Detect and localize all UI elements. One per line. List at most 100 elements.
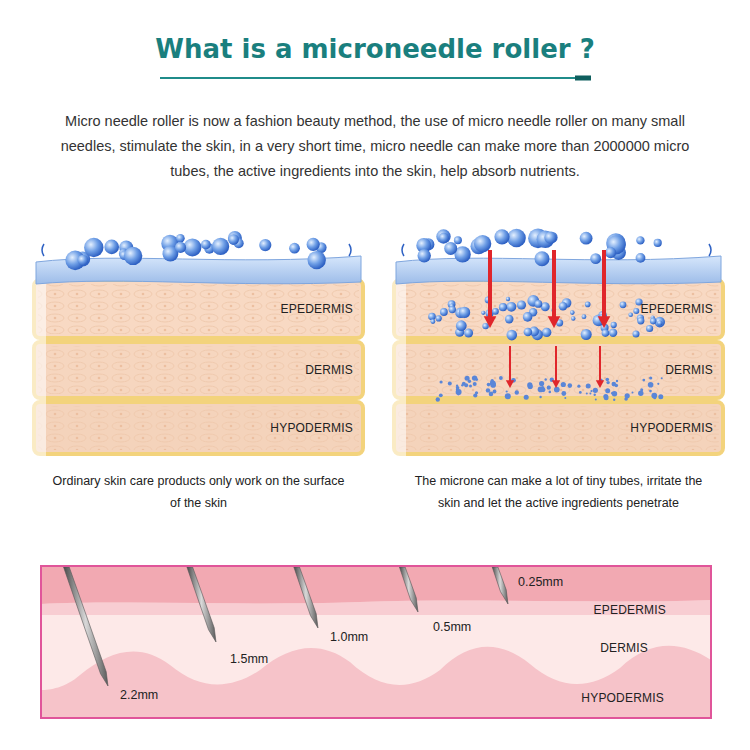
absorbed-particle — [658, 394, 663, 399]
penetration-arrow — [599, 346, 601, 382]
absorbed-particle — [633, 331, 640, 338]
absorbed-particle — [542, 328, 551, 337]
absorbed-particle — [589, 393, 591, 395]
absorbed-particle — [613, 399, 615, 401]
absorbed-particle — [499, 376, 503, 380]
penetration-arrow — [602, 250, 606, 319]
arrow-head — [506, 380, 514, 388]
ingredient-bubble — [201, 240, 211, 250]
ingredient-bubble — [494, 229, 509, 244]
layer-name: HYPODERMIS — [630, 421, 713, 435]
absorbed-particle — [642, 379, 645, 382]
absorbed-particle — [582, 314, 587, 319]
ingredient-bubble — [439, 233, 449, 243]
absorbed-particle — [473, 382, 477, 386]
skin-layer — [394, 280, 723, 338]
layer-name: HYPODERMIS — [270, 421, 353, 435]
ingredient-bubble — [580, 232, 593, 245]
skin-layer-band: EPEDERMIS — [392, 278, 725, 340]
absorbed-particle — [472, 375, 477, 380]
absorbed-particle — [528, 384, 533, 389]
needle — [294, 567, 318, 628]
absorbed-particle — [440, 308, 448, 316]
ingredient-bubble — [436, 229, 450, 243]
absorbed-particle — [492, 308, 499, 315]
absorbed-particle — [469, 384, 472, 387]
panel-caption: Ordinary skin care products only work on… — [32, 470, 365, 514]
cell-texture — [398, 406, 719, 450]
absorbed-particle — [490, 380, 493, 383]
ingredient-bubble — [590, 253, 601, 264]
wave-mark — [42, 244, 44, 256]
absorbed-particle — [581, 329, 592, 340]
cell-texture — [398, 284, 719, 334]
skin-panel: Ordinary skin care products only work on… — [32, 228, 365, 518]
ingredient-bubble — [259, 239, 271, 251]
absorbed-particle — [594, 394, 596, 396]
absorbed-particle — [456, 320, 467, 331]
ingredient-bubble — [454, 236, 462, 244]
absorbed-particle — [657, 383, 659, 385]
skin-illustration — [392, 228, 723, 458]
absorbed-particle — [505, 315, 514, 324]
arrow-head — [596, 380, 604, 388]
absorbed-particle — [570, 310, 575, 315]
arrow-head — [552, 380, 560, 388]
absorbed-particle — [459, 307, 470, 318]
depth-label: 1.5mm — [230, 652, 268, 666]
absorbed-particle — [586, 383, 591, 388]
skin-depth-panel — [41, 566, 711, 718]
absorbed-particle — [616, 380, 618, 382]
absorbed-particle — [465, 376, 470, 381]
absorbed-particle — [637, 317, 644, 324]
absorbed-particle — [499, 303, 507, 311]
absorbed-particle — [524, 395, 529, 400]
absorbed-particle — [606, 378, 610, 382]
ingredient-bubble — [418, 249, 431, 262]
absorbed-particle — [476, 378, 479, 381]
ingredient-bubble — [212, 238, 229, 255]
ingredient-bubble — [307, 238, 320, 251]
absorbed-particle — [523, 312, 533, 322]
ingredient-bubble — [104, 240, 119, 255]
absorbed-particle — [449, 306, 456, 313]
absorbed-particle — [649, 390, 652, 393]
absorbed-particle — [507, 330, 518, 341]
absorbed-particle — [448, 382, 452, 386]
absorbed-particle — [539, 396, 541, 398]
absorbed-particle — [539, 381, 544, 386]
depth-label: 0.5mm — [433, 620, 471, 634]
hypodermis-ground — [41, 566, 711, 718]
absorbed-particle — [507, 302, 517, 312]
skin-panel: The microne can make a lot of tiny tubes… — [392, 228, 725, 518]
absorbed-particle — [456, 389, 462, 395]
cell-texture — [38, 346, 359, 394]
layer-name: DERMIS — [665, 363, 713, 377]
ingredient-bubble — [84, 238, 103, 257]
absorbed-particle — [625, 393, 630, 398]
absorbed-particle — [646, 325, 653, 332]
absorbed-particle — [541, 387, 546, 392]
dermis-band — [41, 615, 711, 690]
absorbed-particle — [650, 318, 657, 325]
ingredient-bubble — [228, 234, 239, 245]
skin-layer-band: HYPODERMIS — [392, 400, 725, 456]
absorbed-particle — [486, 388, 490, 392]
absorbed-particle — [595, 399, 597, 401]
absorbed-particle — [545, 378, 547, 380]
layer-name: DERMIS — [600, 641, 648, 655]
skin-layer-band: HYPODERMIS — [42, 680, 710, 716]
intro-paragraph: Micro needle roller is now a fashion bea… — [40, 109, 710, 184]
ingredient-bubble — [78, 255, 89, 266]
skin-layer — [394, 402, 723, 454]
arrow-head — [484, 316, 497, 328]
needle — [492, 567, 508, 604]
absorbed-particle — [436, 397, 440, 401]
absorbed-particle — [428, 313, 436, 321]
ingredient-bubble — [605, 247, 616, 258]
absorbed-particle — [440, 380, 443, 383]
absorbed-particle — [489, 392, 494, 397]
absorbed-particle — [559, 302, 568, 311]
penetration-arrow — [488, 250, 492, 319]
